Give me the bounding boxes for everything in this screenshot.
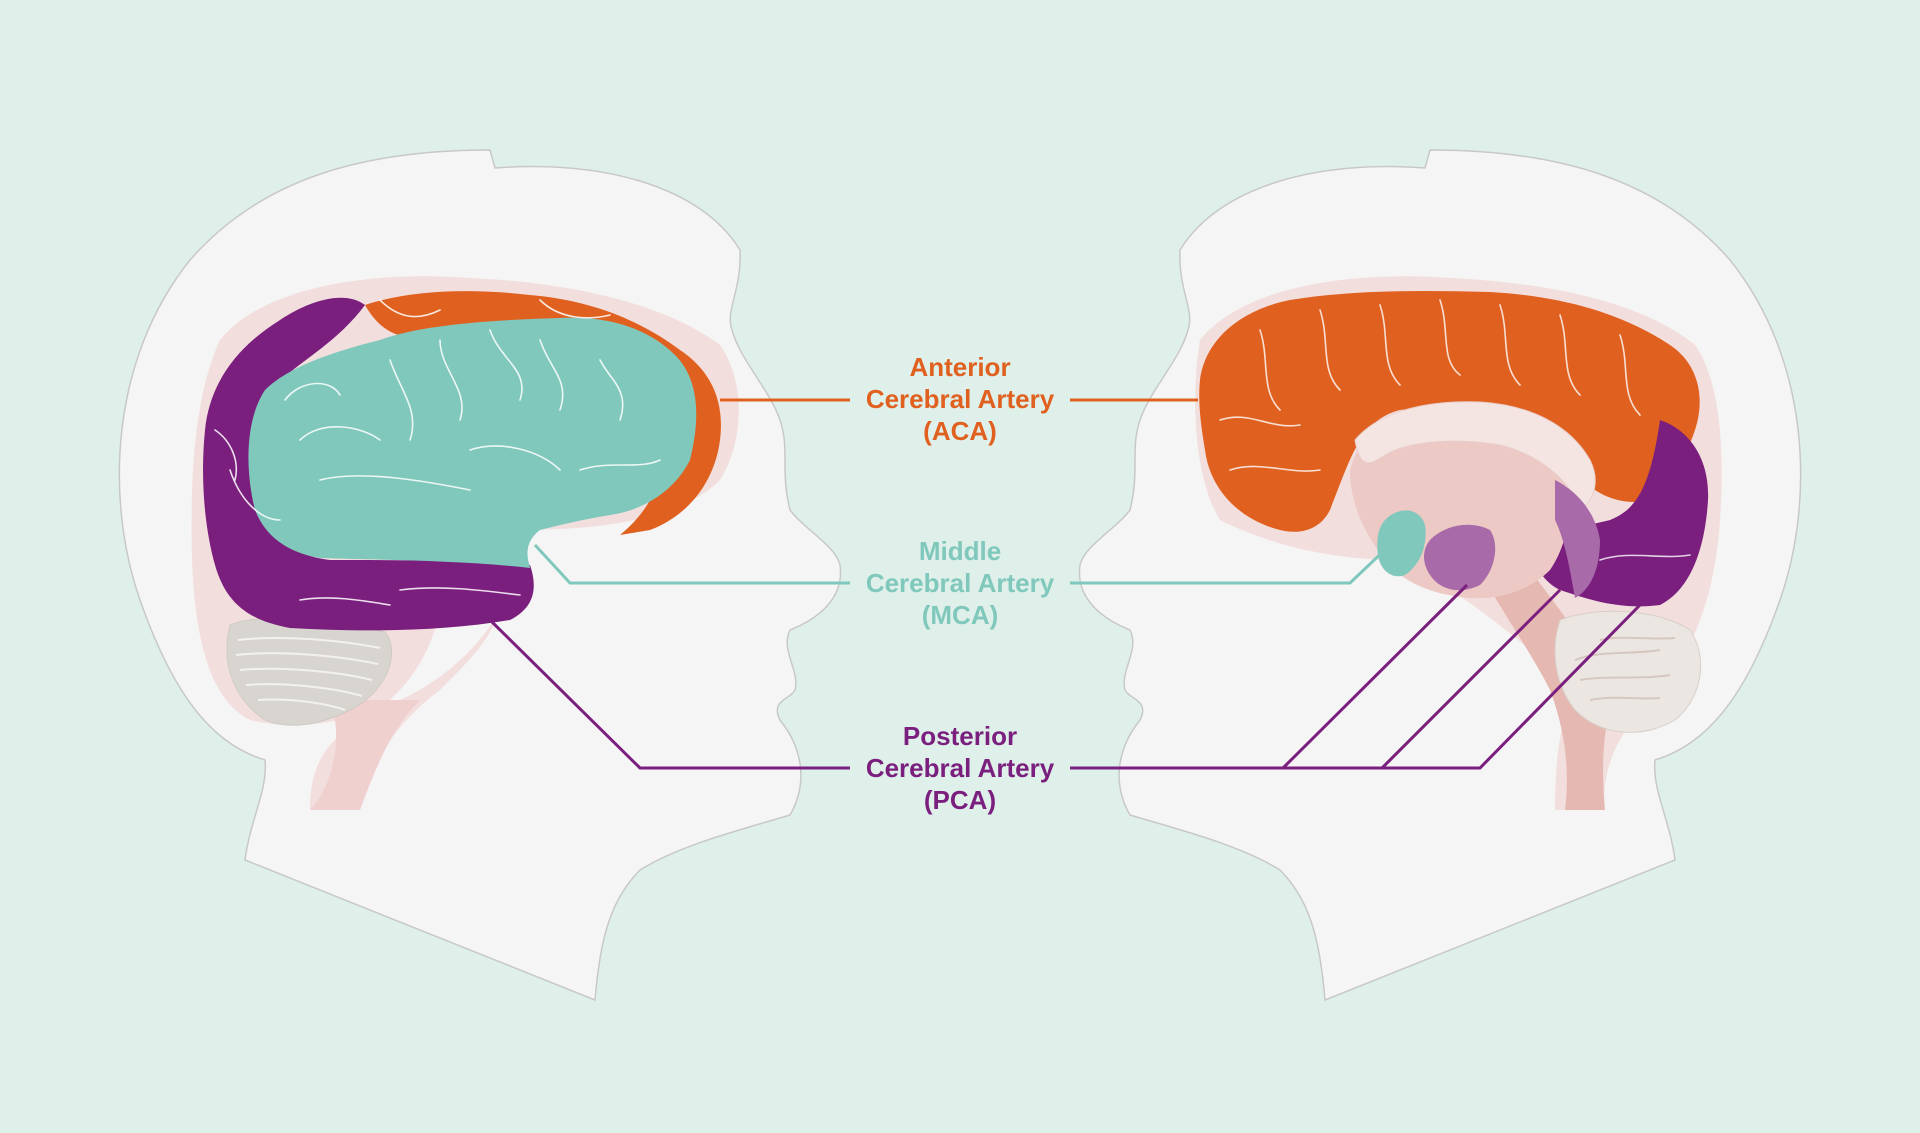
left-gyri-lines [214,299,661,606]
aca-label-line3: (ACA) [923,416,997,446]
mca-leader-left [533,543,850,585]
mca-leader-right [1070,543,1392,585]
aca-label-line1: Anterior [909,352,1010,382]
pca-leader-right [1070,603,1642,770]
pca-leader-left [488,618,850,770]
mca-leader-lines [533,543,1392,585]
right-head-midsagittal-view [1078,149,1802,1002]
pca-leader-branch-1 [1281,583,1469,770]
right-mca-insula [1377,510,1426,577]
pca-label-line2: Cerebral Artery [866,753,1055,783]
left-pca-region [203,297,534,631]
pca-label-line1: Posterior [903,721,1017,751]
left-head-lateral-view [118,149,842,1002]
left-mca-region [248,317,697,568]
aca-label: Anterior Cerebral Artery (ACA) [866,352,1055,446]
right-cerebellum [1554,610,1702,733]
pca-leader-lines [488,583,1642,770]
mca-label-line1: Middle [919,536,1001,566]
aca-label-line2: Cerebral Artery [866,384,1055,414]
right-cerebellum-arbor [1574,636,1676,701]
pca-label: Posterior Cerebral Artery (PCA) [866,721,1055,815]
mca-label-line3: (MCA) [922,600,999,630]
right-pca-occipital-stripe [1555,480,1600,598]
right-gyri-lines [1219,299,1691,561]
pca-label-line3: (PCA) [924,785,996,815]
pca-leader-branch-2 [1380,588,1562,770]
mca-label: Middle Cerebral Artery (MCA) [866,536,1055,630]
mca-label-line2: Cerebral Artery [866,568,1055,598]
right-pca-medial-area [1424,524,1496,591]
right-brainstem [1480,570,1615,810]
left-cerebellum-folia [235,637,381,711]
left-brainstem [310,700,420,810]
